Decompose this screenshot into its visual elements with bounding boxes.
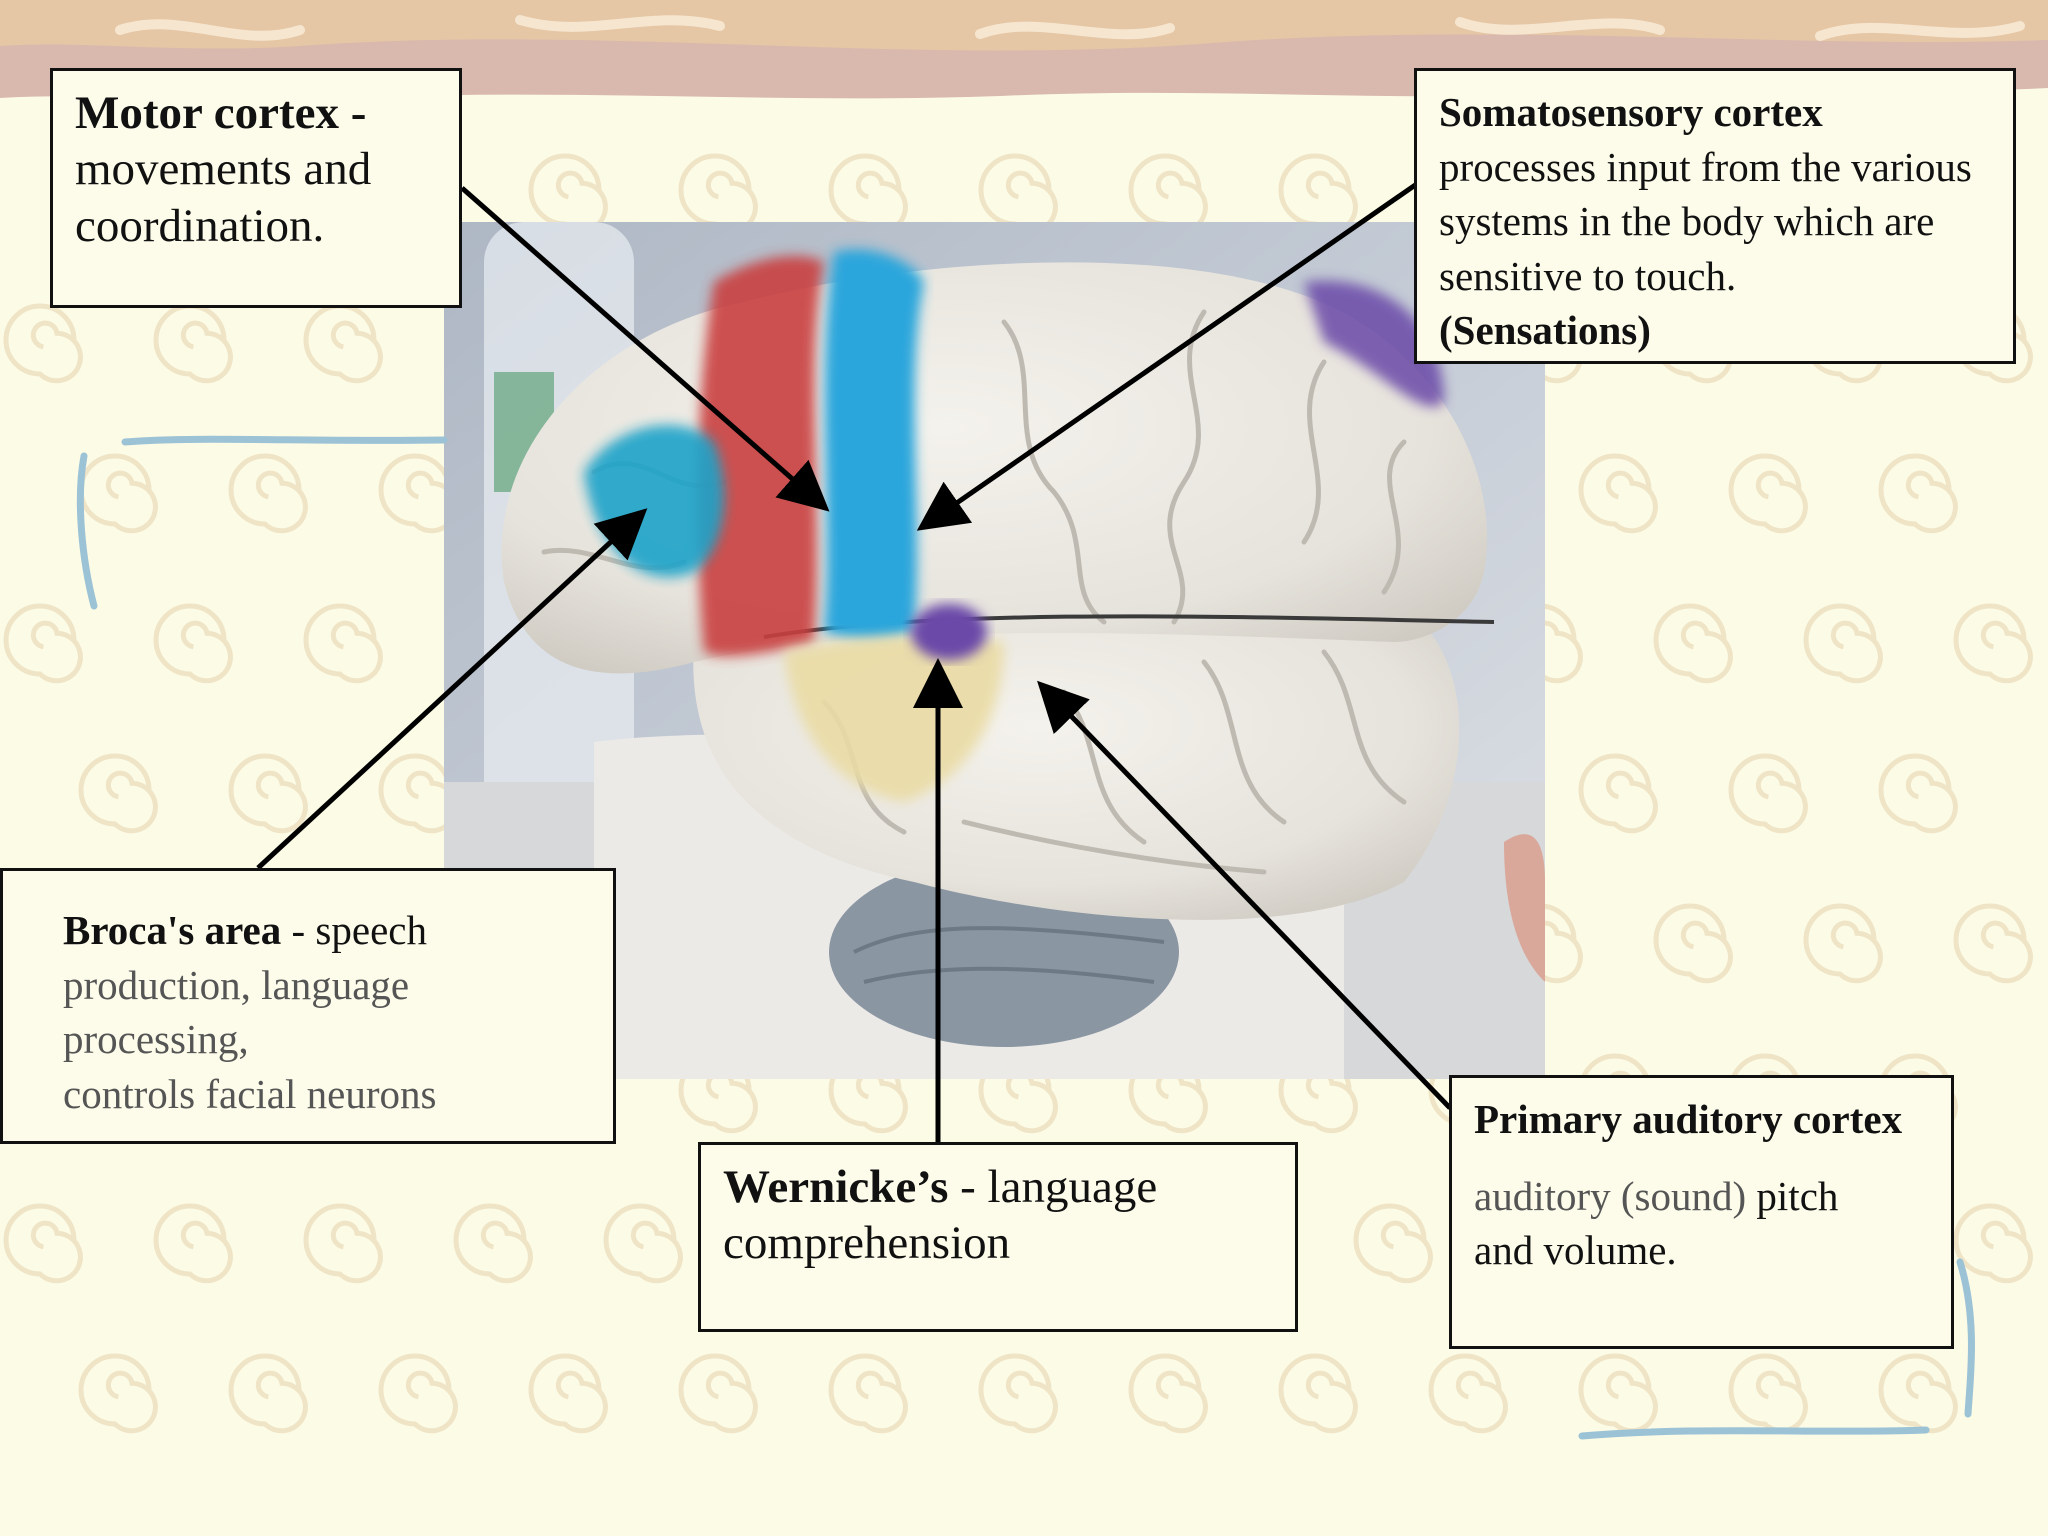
auditory-desc-d: and volume. [1474,1227,1677,1274]
broca-line-2: production, language [63,961,410,1008]
swirl-mark [153,303,233,384]
swirl-mark [1878,753,1958,834]
swirl-mark [303,303,383,384]
swirl-mark [1728,753,1808,834]
broca-line-4: controls facial neurons [63,1070,437,1117]
swirl-mark [1953,903,2033,984]
somatosensory-note: (Sensations) [1439,307,1651,354]
auditory-desc-b: (sound) [1620,1172,1747,1219]
broca-first-word: speech [315,907,427,953]
swirl-mark [1278,153,1358,234]
swirl-mark [3,603,83,684]
swirl-mark [528,1353,608,1434]
swirl-mark [1278,1353,1358,1434]
swirl-mark [978,153,1058,234]
swirl-mark [528,153,608,234]
broca-term: Broca's area [63,907,282,953]
swirl-mark [303,603,383,684]
auditory-term: Primary auditory cortex [1474,1096,1903,1142]
motor-cortex-separator: - [339,87,367,139]
swirl-mark [78,1353,158,1434]
swirl-mark [228,1353,308,1434]
swirl-mark [153,603,233,684]
auditory-desc-c: pitch [1756,1172,1839,1219]
swirl-mark [3,1203,83,1284]
swirl-mark [1803,903,1883,984]
swirl-mark [378,1353,458,1434]
swirl-mark [1878,453,1958,534]
broca-separator: - [281,907,316,953]
swirl-mark [978,1353,1058,1434]
swirl-mark [828,1353,908,1434]
swirl-mark [1353,1203,1433,1284]
swirl-mark [1953,1203,2033,1284]
swirl-mark [1653,903,1733,984]
somatosensory-cortex-callout: Somatosensory cortex processes input fro… [1414,68,2016,364]
broca-area-callout: Broca's area - speech production, langua… [0,868,616,1144]
swirl-mark [1878,1353,1958,1434]
swirl-mark [153,1203,233,1284]
auditory-desc-a: auditory [1474,1172,1611,1219]
swirl-mark [678,153,758,234]
swirl-mark [3,303,83,384]
primary-auditory-cortex-callout: Primary auditory cortex auditory (sound)… [1449,1075,1954,1349]
somatosensory-description: processes input from the various systems… [1439,143,1972,299]
wernicke-separator: - [948,1161,988,1213]
swirl-mark [1578,753,1658,834]
swirl-mark [1578,1353,1658,1434]
swirl-mark [678,1353,758,1434]
broca-line-3: processing, [63,1016,249,1063]
motor-cortex-description: movements and coordination. [75,143,372,252]
wernicke-description: language comprehension [723,1161,1158,1270]
swirl-mark [1653,603,1733,684]
swirl-mark [303,1203,383,1284]
swirl-mark [453,1203,533,1284]
swirl-mark [1728,1353,1808,1434]
motor-cortex-term: Motor cortex [75,87,340,139]
swirl-mark [1953,603,2033,684]
swirl-mark [603,1203,683,1284]
swirl-mark [228,453,308,534]
swirl-mark [78,753,158,834]
swirl-mark [828,153,908,234]
swirl-mark [1578,453,1658,534]
swirl-mark [228,753,308,834]
wernicke-area-callout: Wernicke’s - language comprehension [698,1142,1298,1332]
swirl-mark [1728,453,1808,534]
wernicke-term: Wernicke’s [723,1161,949,1213]
somatosensory-term: Somatosensory cortex [1439,89,1823,135]
swirl-mark [1128,1353,1208,1434]
swirl-mark [1803,603,1883,684]
swirl-mark [1128,153,1208,234]
swirl-mark [78,453,158,534]
swirl-mark [1428,1353,1508,1434]
motor-cortex-callout: Motor cortex - movements and coordinatio… [50,68,462,308]
